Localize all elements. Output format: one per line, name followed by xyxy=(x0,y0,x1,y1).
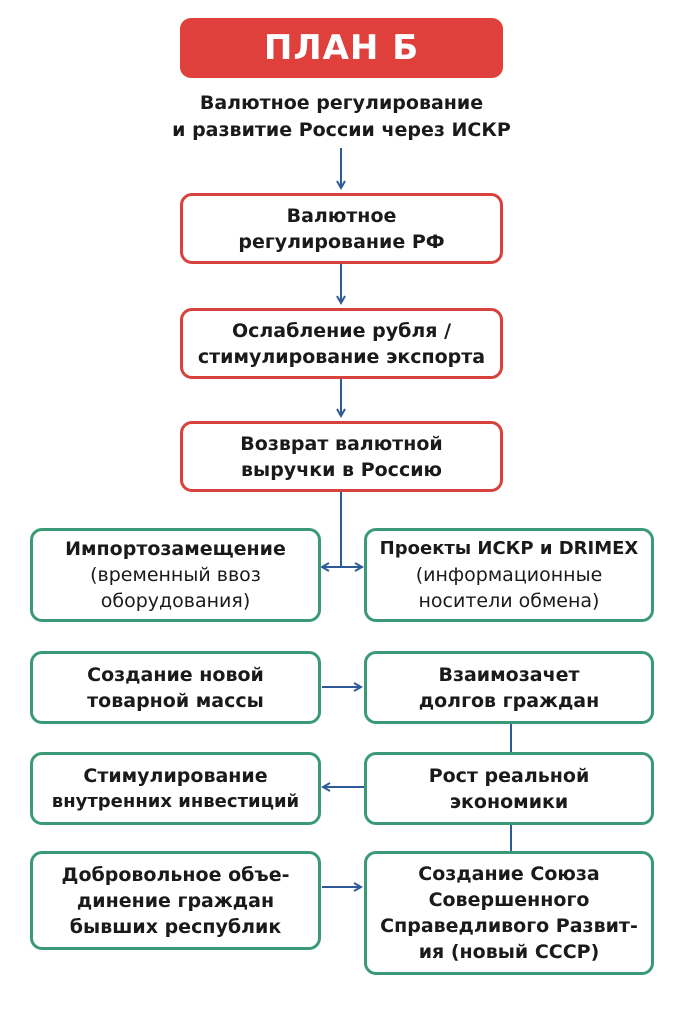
investments-line-2: внутренних инвестиций xyxy=(51,790,300,812)
step-currency-return: Возврат валютной выручки в Россию xyxy=(180,421,503,492)
union-line-3: Справедливого Развит- xyxy=(380,915,638,937)
box-new-goods: Создание новой товарной массы xyxy=(30,651,321,724)
plan-title-text: ПЛАН Б xyxy=(263,28,420,68)
import-line-1: Импортозамещение xyxy=(65,538,286,560)
step-currency-regulation: Валютное регулирование РФ xyxy=(180,193,503,264)
box-projects: Проекты ИСКР и DRIMEX (информационные но… xyxy=(364,528,654,622)
subtitle-line-2: и развитие России через ИСКР xyxy=(172,119,511,141)
step-2-line-1: Ослабление рубля / xyxy=(231,319,452,342)
projects-line-1: Проекты ИСКР и DRIMEX xyxy=(379,538,639,559)
step-ruble-weakening: Ослабление рубля / стимулирование экспор… xyxy=(180,308,503,379)
box-real-economy: Рост реальной экономики xyxy=(364,752,654,825)
debt-line-1: Взаимозачет xyxy=(438,663,580,686)
import-line-3: оборудования) xyxy=(100,590,251,612)
unification-line-3: бывших республик xyxy=(69,915,282,938)
step-1-line-2: регулирование РФ xyxy=(238,230,445,253)
union-line-1: Создание Союза xyxy=(418,863,600,885)
union-line-4: ия (новый СССР) xyxy=(418,941,600,963)
step-1-line-1: Валютное xyxy=(286,204,397,227)
box-import-substitution: Импортозамещение (временный ввоз оборудо… xyxy=(30,528,321,622)
step-3-line-2: выручки в Россию xyxy=(241,458,442,481)
plan-title: ПЛАН Б xyxy=(180,18,503,78)
union-line-2: Совершенного xyxy=(428,889,590,911)
economy-line-1: Рост реальной xyxy=(428,764,590,787)
projects-line-2: (информационные xyxy=(415,564,603,586)
box-unification: Добровольное объе- динение граждан бывши… xyxy=(30,851,321,950)
projects-line-3: носители обмена) xyxy=(418,590,600,612)
unification-line-2: динение граждан xyxy=(76,889,275,912)
diagram-subtitle: Валютное регулирование и развитие России… xyxy=(120,90,563,144)
step-3-line-1: Возврат валютной xyxy=(240,432,443,455)
box-investments: Стимулирование внутренних инвестиций xyxy=(30,752,321,825)
economy-line-2: экономики xyxy=(449,790,569,813)
new-goods-line-2: товарной массы xyxy=(87,689,264,712)
box-union: Создание Союза Совершенного Справедливог… xyxy=(364,851,654,975)
investments-line-1: Стимулирование xyxy=(83,764,268,787)
step-2-line-2: стимулирование экспорта xyxy=(197,345,486,368)
new-goods-line-1: Создание новой xyxy=(87,663,264,686)
subtitle-line-1: Валютное регулирование xyxy=(199,92,484,114)
box-debt-offset: Взаимозачет долгов граждан xyxy=(364,651,654,724)
import-line-2: (временный ввоз xyxy=(90,564,261,586)
unification-line-1: Добровольное объе- xyxy=(61,863,290,886)
debt-line-2: долгов граждан xyxy=(418,689,600,712)
